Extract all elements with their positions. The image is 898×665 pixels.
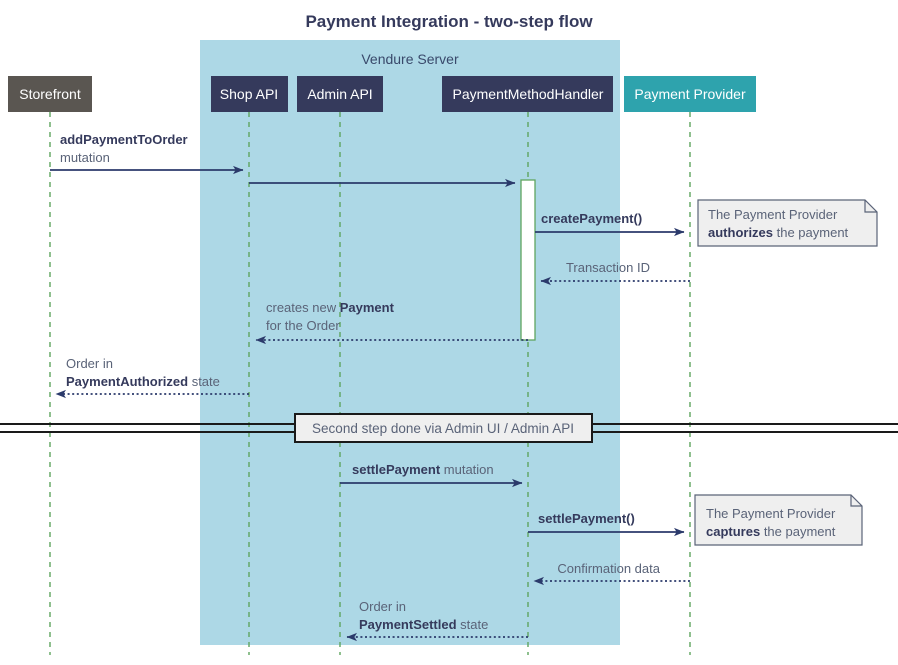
group-box-label: Vendure Server <box>361 51 459 67</box>
message-order-payment-settled: Order in PaymentSettled state <box>346 599 528 642</box>
message-label-create-payment: createPayment() <box>541 211 642 226</box>
divider-label-box <box>294 413 593 443</box>
note-captures-fold-icon <box>850 495 862 507</box>
note-authorizes-body <box>697 199 878 247</box>
note-authorizes-fold-icon <box>864 200 877 213</box>
note-captures-line1: The Payment Provider <box>706 506 836 521</box>
participant-label-payment-method-handler: PaymentMethodHandler <box>453 86 604 102</box>
message-label-add-payment-to-order-line2: mutation <box>60 150 110 165</box>
message-create-payment: createPayment() <box>535 211 685 237</box>
participant-storefront[interactable]: Storefront <box>8 76 92 112</box>
message-label-creates-new-payment-line2: for the Order <box>266 318 340 333</box>
participant-box-shop-api[interactable] <box>211 76 288 112</box>
participant-box-storefront[interactable] <box>8 76 92 112</box>
message-creates-new-payment: creates new Payment for the Order <box>255 300 528 345</box>
note-authorizes-line2: authorizes the payment <box>708 225 849 240</box>
participant-box-payment-method-handler[interactable] <box>442 76 613 112</box>
message-transaction-id: Transaction ID <box>540 260 690 286</box>
message-label-settle-payment-call: settlePayment() <box>538 511 635 526</box>
message-settle-payment-call: settlePayment() <box>528 511 685 537</box>
group-box-vendure-server <box>200 40 620 645</box>
note-authorizes-line1: The Payment Provider <box>708 207 838 222</box>
diagram-title: Payment Integration - two-step flow <box>305 12 593 31</box>
participant-label-admin-api: Admin API <box>307 86 372 102</box>
note-captures-body <box>694 494 863 546</box>
participant-label-storefront: Storefront <box>19 86 81 102</box>
message-label-confirmation-data: Confirmation data <box>557 561 660 576</box>
participant-admin-api[interactable]: Admin API <box>297 76 383 112</box>
participant-shop-api[interactable]: Shop API <box>211 76 288 112</box>
participant-box-payment-provider[interactable] <box>624 76 756 112</box>
message-add-payment-to-order: addPaymentToOrder mutation <box>50 132 244 175</box>
message-settle-payment-mutation: settlePayment mutation <box>340 462 523 488</box>
note-authorizes: The Payment Provider authorizes the paym… <box>697 199 878 247</box>
message-label-order-payment-settled-line1: Order in <box>359 599 406 614</box>
participant-label-shop-api: Shop API <box>220 86 278 102</box>
message-label-creates-new-payment-line1: creates new Payment <box>266 300 395 315</box>
message-confirmation-data: Confirmation data <box>533 561 690 586</box>
message-label-order-payment-authorized-line2: PaymentAuthorized state <box>66 374 220 389</box>
message-label-order-payment-settled-line2: PaymentSettled state <box>359 617 488 632</box>
message-order-payment-authorized: Order in PaymentAuthorized state <box>55 356 249 399</box>
participant-box-admin-api[interactable] <box>297 76 383 112</box>
participant-payment-method-handler[interactable]: PaymentMethodHandler <box>442 76 613 112</box>
participant-payment-provider[interactable]: Payment Provider <box>624 76 756 112</box>
message-label-transaction-id: Transaction ID <box>566 260 650 275</box>
message-label-add-payment-to-order-line1: addPaymentToOrder <box>60 132 188 147</box>
note-captures-line2: captures the payment <box>706 524 836 539</box>
message-label-settle-payment-mutation: settlePayment mutation <box>352 462 494 477</box>
note-captures: The Payment Provider captures the paymen… <box>694 494 863 546</box>
divider-second-step: Second step done via Admin UI / Admin AP… <box>0 413 898 443</box>
activation-bar-payment-method-handler <box>520 179 536 341</box>
divider-label: Second step done via Admin UI / Admin AP… <box>312 421 574 436</box>
participant-label-payment-provider: Payment Provider <box>634 86 746 102</box>
message-label-order-payment-authorized-line1: Order in <box>66 356 113 371</box>
